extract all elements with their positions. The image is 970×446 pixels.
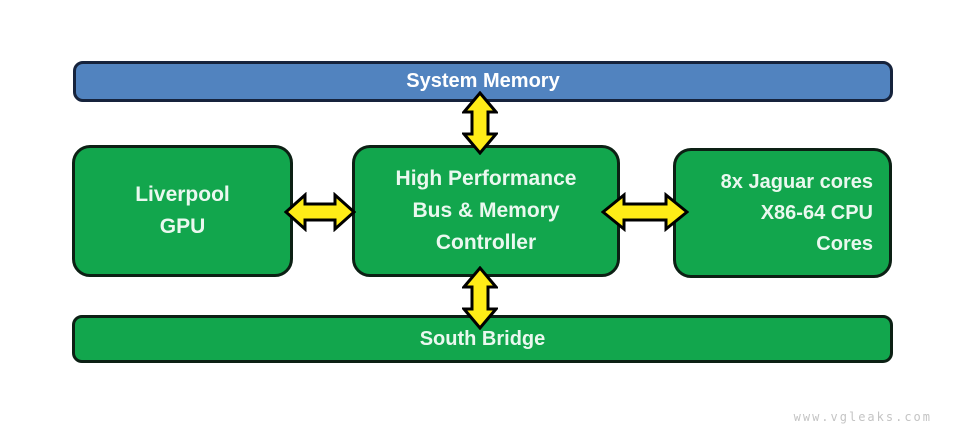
cpu-label-line3: Cores xyxy=(816,232,873,255)
cpu-label-line1: 8x Jaguar cores xyxy=(720,170,873,193)
cpu-label-line2: X86-64 CPU xyxy=(760,201,873,224)
bus-label-line2: Bus & Memory xyxy=(412,199,560,222)
node-liverpool-gpu: Liverpool GPU xyxy=(72,145,293,277)
south-bridge-label: South Bridge xyxy=(419,327,546,350)
system-memory-label: System Memory xyxy=(406,70,560,92)
node-jaguar-cpu-cores: 8x Jaguar cores X86-64 CPU Cores xyxy=(673,148,892,278)
bidirectional-arrow-bus-southbridge-icon xyxy=(462,266,498,330)
gpu-label-line2: GPU xyxy=(159,215,206,238)
bidirectional-arrow-bus-cpu-icon xyxy=(601,192,689,232)
gpu-label-line1: Liverpool xyxy=(135,183,230,206)
bus-label-line1: High Performance xyxy=(395,167,577,190)
bidirectional-arrow-memory-bus-icon xyxy=(462,91,498,155)
watermark-text: www.vgleaks.com xyxy=(793,410,932,424)
bidirectional-arrow-gpu-bus-icon xyxy=(284,192,356,232)
node-bus-memory-controller: High Performance Bus & Memory Controller xyxy=(352,145,620,277)
bus-label-line3: Controller xyxy=(435,231,537,254)
